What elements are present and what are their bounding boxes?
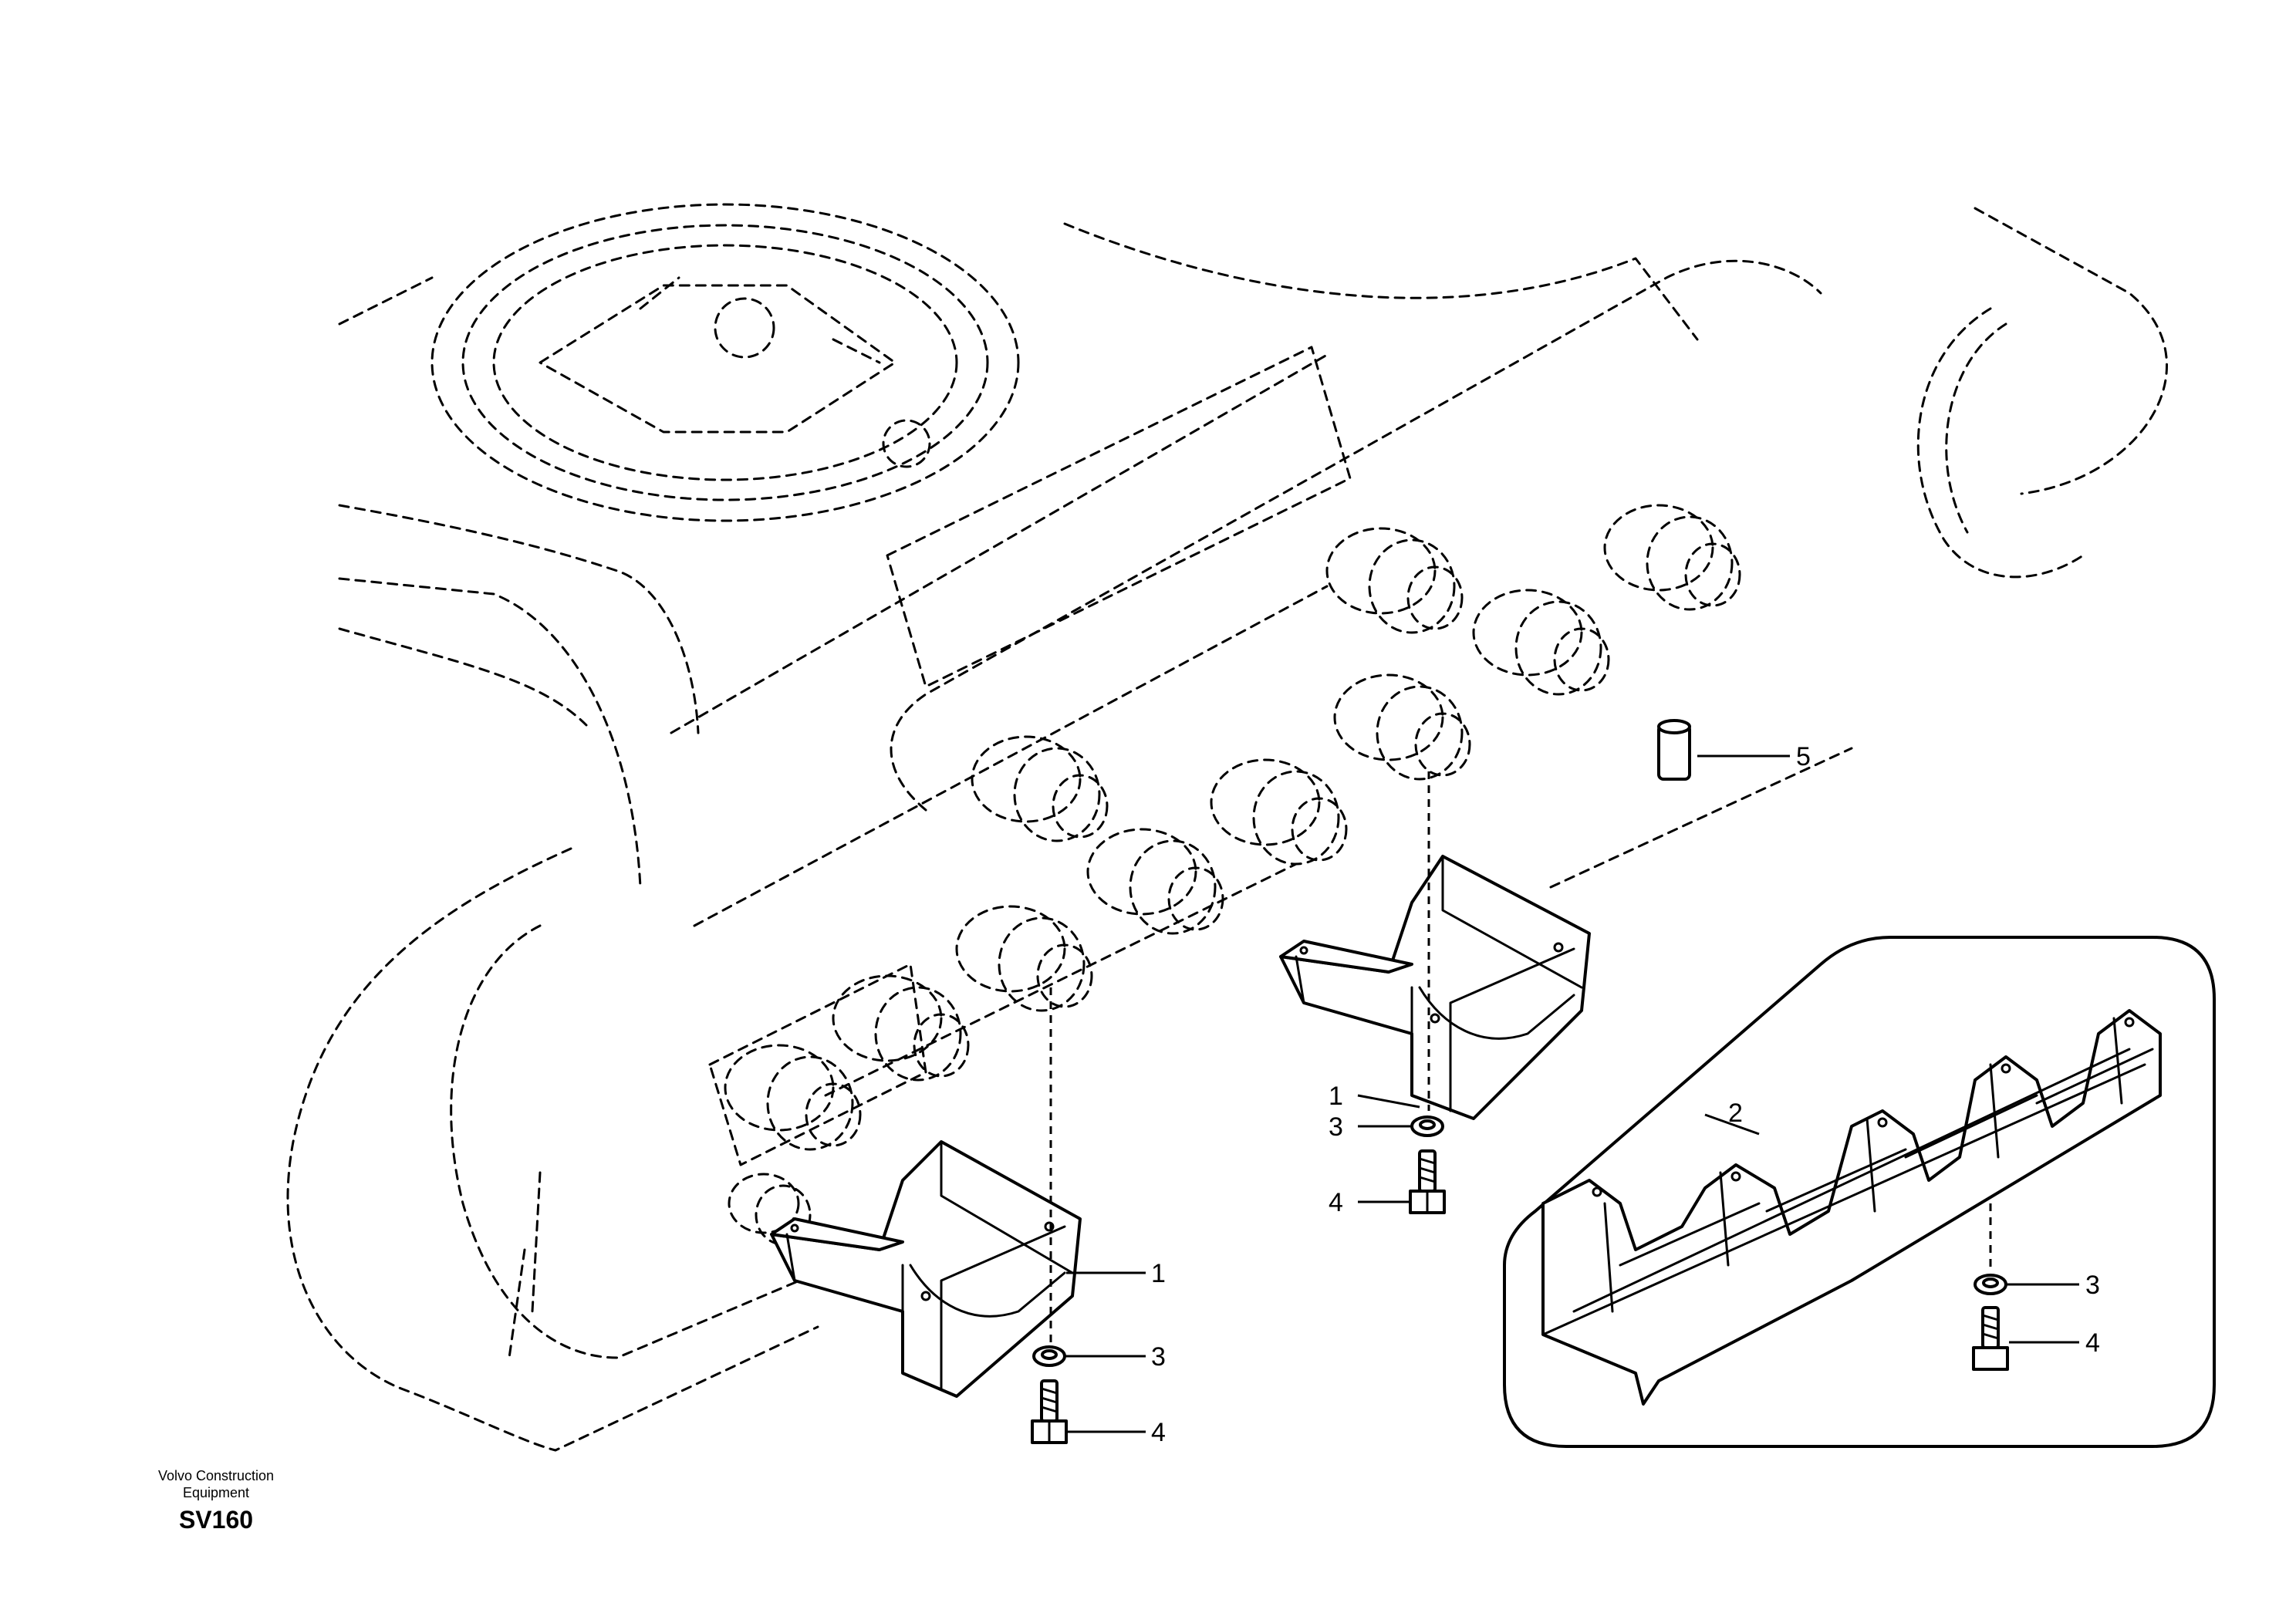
manufacturer-line-1: Volvo Construction xyxy=(157,1468,275,1483)
model-code: SV160 xyxy=(178,1506,254,1534)
track-rollers-ghost xyxy=(724,504,1741,1246)
bolt-right xyxy=(1409,1149,1446,1214)
inset-alternative-assembly xyxy=(1503,936,2216,1448)
footer-credit: Volvo Construction Equipment SV160 xyxy=(116,1467,316,1534)
callout-5: 5 xyxy=(1796,742,1811,771)
callout-3-left: 3 xyxy=(1151,1342,1166,1372)
callout-3-inset: 3 xyxy=(2085,1271,2100,1300)
bolt-left xyxy=(1031,1379,1068,1444)
callout-4-inset: 4 xyxy=(2085,1328,2100,1358)
spacer-part-5 xyxy=(1657,719,1691,781)
callouts: 1 3 4 1 3 4 5 2 3 4 xyxy=(1151,742,2100,1447)
leader-lines xyxy=(1065,754,2079,1433)
washer-left xyxy=(1032,1345,1066,1367)
callout-1-left: 1 xyxy=(1151,1259,1166,1288)
callout-1-right: 1 xyxy=(1329,1082,1343,1111)
callout-4-right: 4 xyxy=(1329,1188,1343,1217)
track-guard-right xyxy=(1279,855,1591,1120)
callout-3-right: 3 xyxy=(1329,1112,1343,1142)
callout-2-inset: 2 xyxy=(1728,1099,1743,1128)
callout-4-left: 4 xyxy=(1151,1418,1166,1447)
undercarriage-ghost xyxy=(286,203,2168,1452)
washer-right xyxy=(1410,1115,1444,1137)
track-guard-left xyxy=(770,1140,1082,1398)
manufacturer-line-2: Equipment xyxy=(182,1485,250,1500)
